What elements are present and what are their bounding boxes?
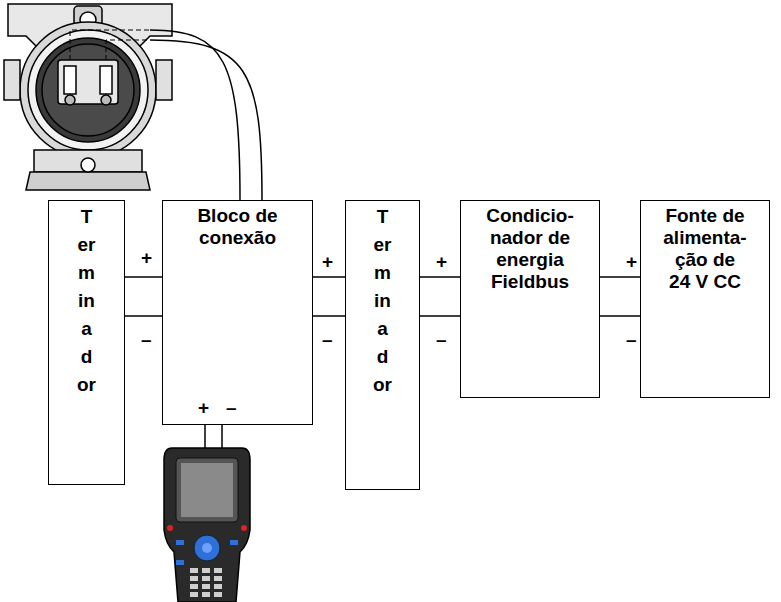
node-label: Condicio- nador de energia Fieldbus bbox=[480, 205, 580, 293]
terminator-box: Terminador bbox=[345, 200, 420, 490]
keypad-key bbox=[202, 576, 210, 581]
node-label: Terminador bbox=[373, 203, 392, 399]
keypad-key bbox=[214, 584, 222, 589]
wire bbox=[600, 315, 640, 317]
terminator-box: Terminador bbox=[48, 200, 125, 485]
wire bbox=[420, 276, 460, 278]
wire bbox=[420, 315, 460, 317]
node-label: Terminador bbox=[77, 203, 96, 399]
node-label: Bloco de conexão bbox=[178, 205, 298, 249]
device-box: Condicio- nador de energia Fieldbus bbox=[460, 200, 600, 398]
keypad-key bbox=[214, 576, 222, 581]
polarity-sign: + bbox=[198, 398, 209, 418]
polarity-sign: + bbox=[436, 252, 447, 272]
keypad-key bbox=[214, 592, 222, 597]
wire bbox=[313, 276, 345, 278]
keypad-key bbox=[190, 568, 198, 573]
polarity-sign: – bbox=[626, 330, 637, 350]
keypad-key bbox=[190, 592, 198, 597]
wire bbox=[313, 315, 345, 317]
polarity-sign: – bbox=[141, 330, 152, 350]
polarity-sign: + bbox=[141, 248, 152, 268]
device-box: Fonte de alimenta- ção de 24 V CC bbox=[640, 200, 770, 398]
polarity-sign: – bbox=[322, 330, 333, 350]
keypad-key bbox=[202, 592, 210, 597]
polarity-sign: + bbox=[322, 252, 333, 272]
device-box: Bloco de conexão bbox=[162, 200, 313, 425]
wire bbox=[125, 315, 162, 317]
keypad-key bbox=[214, 568, 222, 573]
wire bbox=[600, 276, 640, 278]
node-label: Fonte de alimenta- ção de 24 V CC bbox=[663, 205, 748, 293]
polarity-sign: – bbox=[436, 330, 447, 350]
keypad-key bbox=[202, 568, 210, 573]
polarity-sign: – bbox=[226, 398, 237, 418]
keypad-key bbox=[202, 584, 210, 589]
wire bbox=[125, 276, 162, 278]
keypad-key bbox=[190, 576, 198, 581]
keypad-key bbox=[190, 584, 198, 589]
polarity-sign: + bbox=[626, 252, 637, 272]
